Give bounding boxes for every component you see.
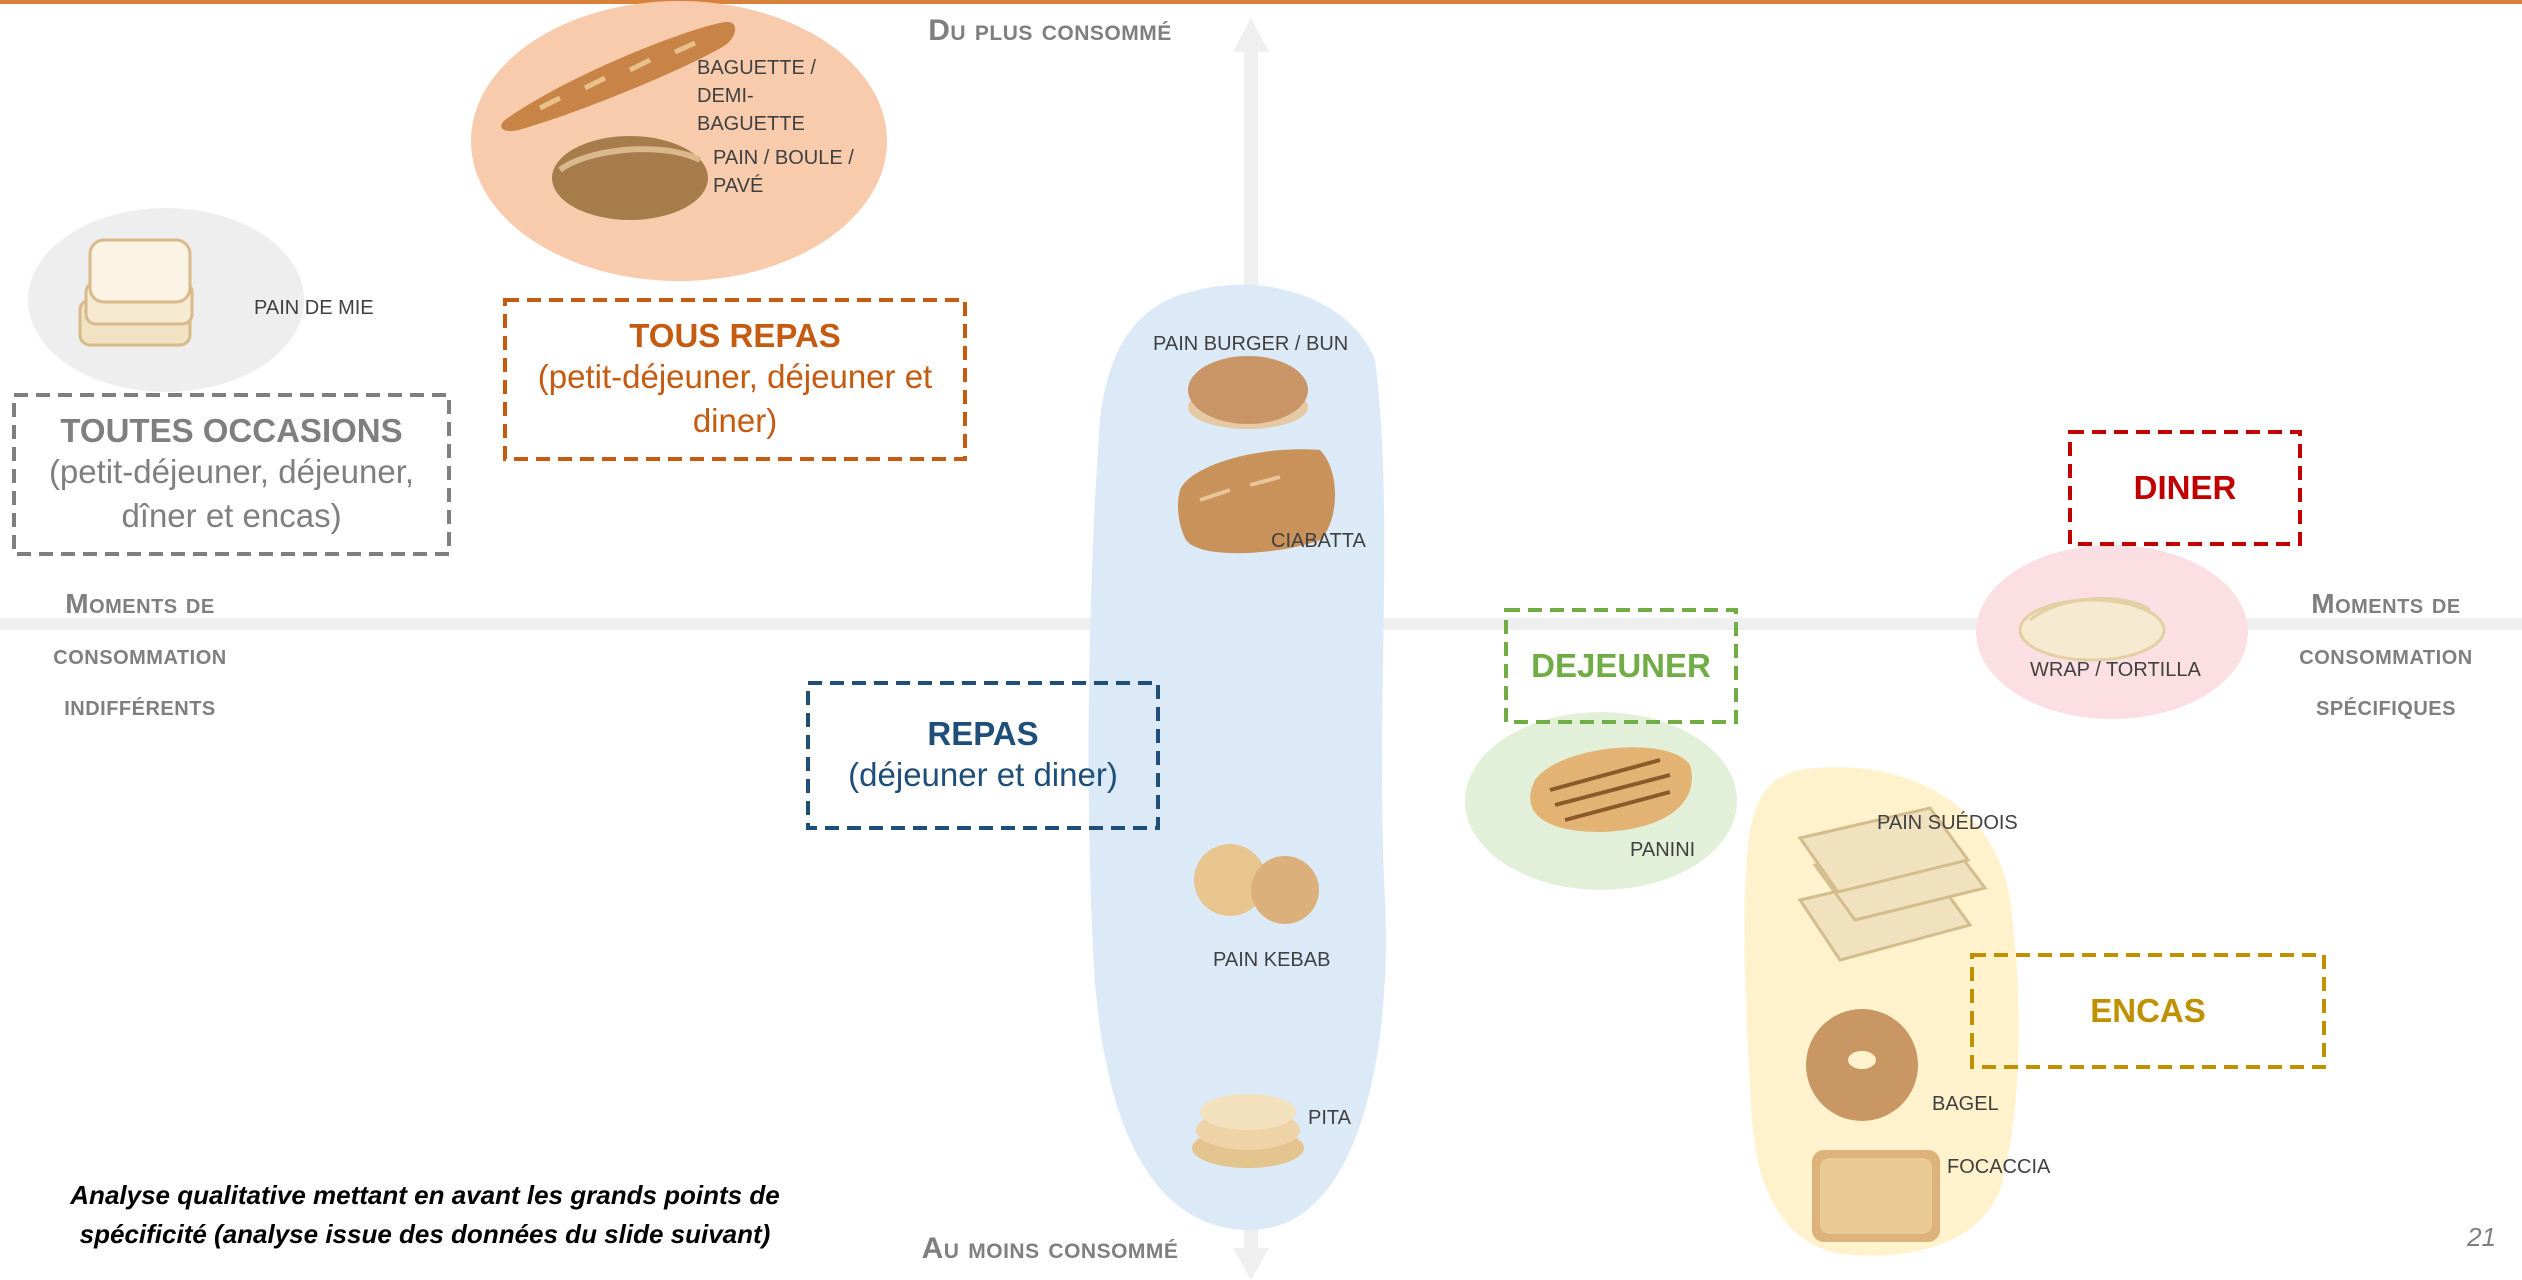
pain-kebab-icon	[1194, 844, 1319, 924]
axis-label-right: Moments de consommation spécifiques	[2250, 578, 2522, 731]
axis-label-top: Du plus consommé	[928, 14, 1172, 47]
label-pain-kebab: PAIN KEBAB	[1213, 949, 1331, 971]
axis-left-line-3: indifférents	[64, 690, 216, 721]
box-repas-border	[806, 681, 1160, 830]
label-bagel: BAGEL	[1932, 1093, 1999, 1115]
box-toutes-occasions: TOUTES OCCASIONS (petit-déjeuner, déjeun…	[14, 395, 449, 554]
focaccia-icon	[1812, 1150, 1940, 1242]
box-repas-subtitle: (déjeuner et diner)	[848, 755, 1118, 793]
box-dejeuner-border	[1504, 608, 1738, 724]
box-tous-repas: TOUS REPAS (petit-déjeuner, déjeuner et …	[505, 300, 965, 459]
pain-suedois-icon	[1797, 806, 1988, 962]
label-pita: PITA	[1308, 1107, 1351, 1129]
label-focaccia: FOCACCIA	[1947, 1156, 2051, 1178]
box-diner-border	[2068, 430, 2302, 546]
axis-right-line-2: consommation	[2299, 639, 2473, 670]
label-wrap-tortilla: WRAP / TORTILLA	[2030, 659, 2201, 681]
box-encas: ENCAS	[1972, 955, 2324, 1067]
pain-de-mie-icon	[78, 238, 194, 347]
box-diner-title: DINER	[2133, 469, 2237, 506]
label-baguette: BAGUETTE / DEMI-BAGUETTE	[697, 57, 816, 135]
axis-arrow-up	[1233, 18, 1269, 52]
axis-label-left: Moments de consommation indifférents	[0, 578, 280, 731]
top-accent-bar	[0, 0, 2522, 4]
box-dejeuner: DEJEUNER	[1506, 610, 1736, 722]
axis-label-bottom: Au moins consommé	[921, 1232, 1179, 1265]
axis-arrow-down	[1233, 1248, 1269, 1280]
axis-left-line-1: Moments de	[65, 588, 215, 619]
axis-right-line-1: Moments de	[2311, 588, 2461, 619]
burger-bun-icon	[1188, 356, 1308, 429]
label-burger-bun: PAIN BURGER / BUN	[1153, 333, 1349, 355]
box-encas-title: ENCAS	[2090, 992, 2206, 1029]
box-tous-repas-border	[503, 298, 967, 461]
box-repas: REPAS (déjeuner et diner)	[808, 683, 1158, 828]
page-number: 21	[2467, 1222, 2496, 1252]
axis-right-line-3: spécifiques	[2316, 690, 2456, 721]
box-tous-repas-title: TOUS REPAS	[629, 316, 841, 354]
baguette-icon	[501, 21, 736, 132]
label-pain-boule: PAIN / BOULE / PAVÉ	[713, 147, 854, 197]
box-diner: DINER	[2070, 432, 2300, 544]
axis-left-line-2: consommation	[53, 639, 227, 670]
label-panini: PANINI	[1630, 839, 1696, 861]
label-pain-de-mie: PAIN DE MIE	[254, 297, 374, 319]
box-dejeuner-title: DEJEUNER	[1531, 647, 1711, 684]
box-tous-repas-subtitle: (petit-déjeuner, déjeuner et diner)	[537, 357, 933, 439]
analysis-note: Analyse qualitative mettant en avant les…	[70, 1180, 780, 1249]
bagel-icon	[1806, 1009, 1918, 1121]
wrap-tortilla-icon	[2018, 597, 2166, 662]
box-toutes-occasions-title: TOUTES OCCASIONS	[60, 411, 403, 449]
box-toutes-occasions-border	[12, 393, 451, 556]
box-repas-title: REPAS	[927, 714, 1039, 752]
box-toutes-occasions-subtitle: (petit-déjeuner, déjeuner, dîner et enca…	[48, 452, 415, 534]
box-encas-border	[1970, 953, 2326, 1069]
label-pain-suedois: PAIN SUÉDOIS	[1877, 812, 2018, 834]
pain-boule-icon	[552, 136, 708, 220]
panini-icon	[1530, 747, 1692, 832]
label-ciabatta: CIABATTA	[1271, 530, 1366, 552]
blob-tous-repas	[471, 1, 887, 281]
pita-icon	[1192, 1094, 1304, 1168]
ciabatta-icon	[1178, 449, 1335, 554]
